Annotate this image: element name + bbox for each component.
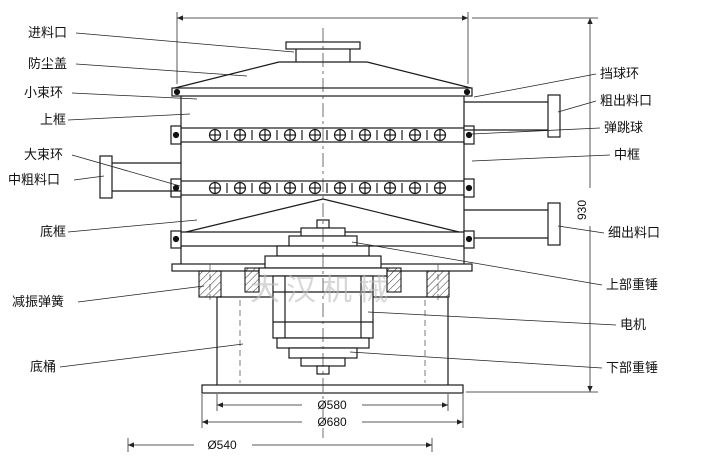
label-large-clamp-ring: 大束环	[24, 147, 63, 162]
label-small-clamp-ring: 小束环	[24, 85, 63, 100]
label-middle-frame: 中框	[614, 147, 640, 162]
upper-frame	[180, 96, 465, 128]
bottom-barrel	[201, 296, 464, 394]
outlet-mid-coarse	[99, 155, 181, 199]
dim-flange-diameter: Ø680	[317, 415, 347, 429]
label-fine-outlet: 细出料口	[608, 225, 660, 240]
label-damping-spring: 减振弹簧	[12, 294, 64, 309]
label-upper-frame: 上框	[40, 112, 66, 127]
spring-right	[426, 270, 450, 298]
label-feed-inlet: 进料口	[28, 25, 67, 40]
label-bottom-frame: 底框	[40, 224, 66, 239]
dust-cover	[174, 61, 472, 89]
label-coarse-outlet: 粗出料口	[600, 93, 652, 108]
label-dust-cover: 防尘盖	[28, 56, 67, 71]
damping-springs	[198, 264, 450, 303]
label-upper-weight: 上部重锤	[606, 277, 658, 292]
leader-lines	[59, 32, 617, 369]
label-lower-weight: 下部重锤	[606, 360, 658, 375]
label-bouncing-ball: 弹跳球	[604, 120, 643, 135]
spring-left	[198, 270, 222, 298]
part-labels: 进料口 防尘盖 小束环 上框 大束环 中粗料口 底框 减振弹簧 底桶 挡球环 粗…	[8, 25, 660, 375]
motor-mount-right	[386, 267, 402, 293]
dim-overall-height: 930	[575, 200, 589, 220]
machine-drawing	[99, 41, 561, 394]
dimension-lines: 930 Ø580 Ø680 Ø540	[127, 12, 598, 452]
small-clamp-ring	[171, 87, 473, 97]
label-ball-stop-ring: 挡球环	[600, 66, 639, 81]
screen-band-1	[170, 125, 475, 145]
label-motor: 电机	[620, 317, 646, 332]
label-mid-coarse-outlet: 中粗料口	[8, 172, 60, 187]
middle-frame	[180, 142, 465, 181]
dim-barrel-diameter: Ø580	[317, 398, 347, 412]
label-bottom-barrel: 底桶	[30, 359, 56, 374]
watermark-text: 大汉机械	[250, 274, 394, 307]
outlet-fine	[464, 202, 561, 246]
base-flange	[201, 384, 464, 394]
dim-base-diameter: Ø540	[207, 438, 237, 452]
screen-band-2	[170, 178, 475, 198]
outlet-coarse	[464, 94, 561, 138]
motor-mount-left	[244, 267, 260, 293]
